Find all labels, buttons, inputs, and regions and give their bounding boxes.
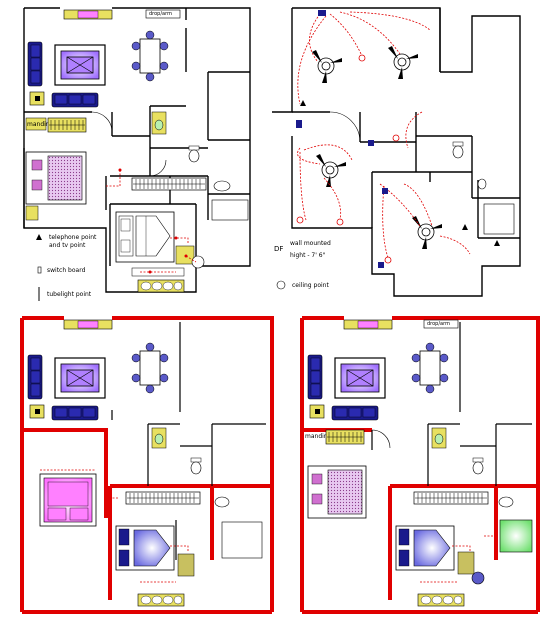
plan-top-left xyxy=(23,7,251,301)
dnt-label-br: drop/arm xyxy=(427,321,450,327)
legend-switch-board: switch board xyxy=(47,267,86,274)
legend-df: DF xyxy=(274,245,284,253)
legend-ceiling-point: ceiling point xyxy=(292,282,329,289)
dnt-label-tl: drop/arm xyxy=(149,11,172,17)
legend-tubelight-point: tubelight point xyxy=(47,291,92,298)
legend-height: hight - 7' 6" xyxy=(290,252,326,259)
legend-wall-mounted: wall mounted xyxy=(290,240,331,247)
mandir-label-tl: mandir xyxy=(27,121,49,128)
plan-bottom-right xyxy=(300,316,540,614)
legend-tv-point: and tv point xyxy=(49,242,86,249)
legend-telephone-point: telephone point xyxy=(49,234,97,241)
mandir-label-br: mandir xyxy=(305,433,327,440)
plan-top-right xyxy=(272,7,521,297)
plan-bottom-left xyxy=(20,316,274,614)
